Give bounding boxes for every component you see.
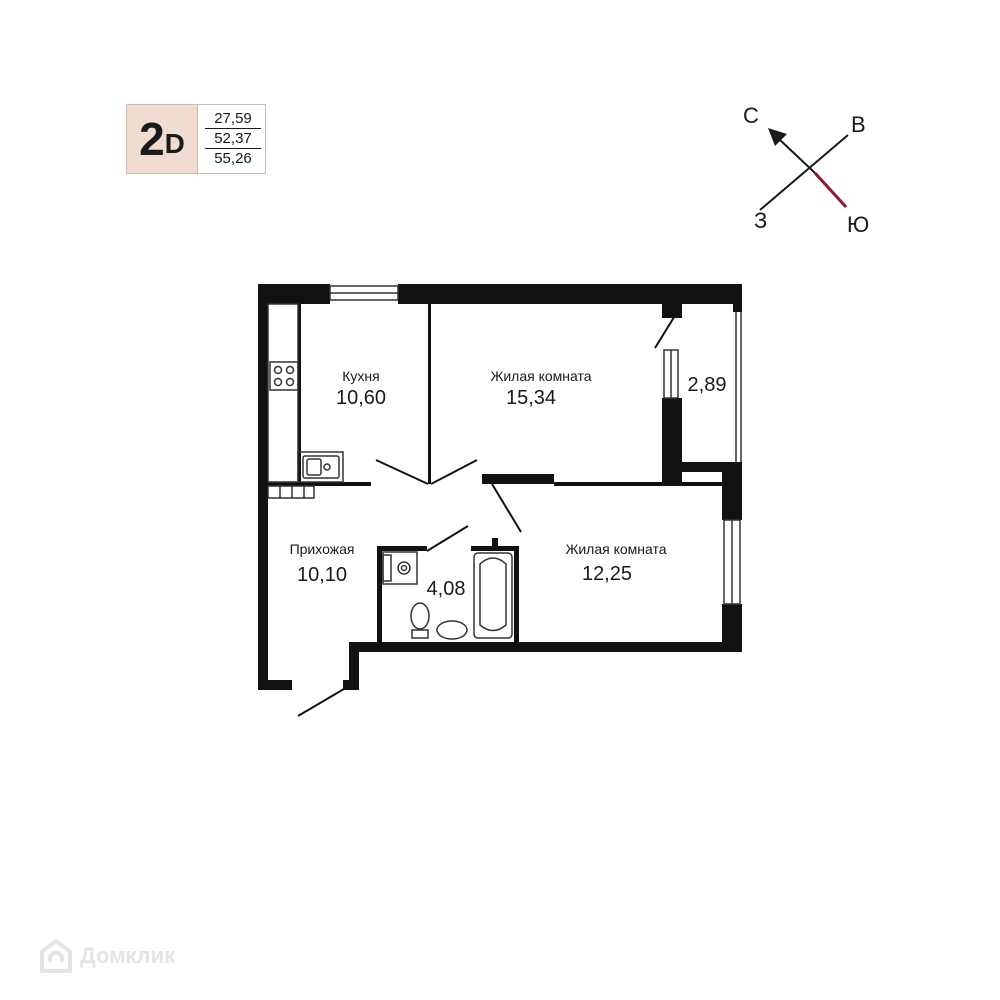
wall-bathroom-left xyxy=(377,546,382,642)
kitchen-fixtures xyxy=(267,303,344,499)
room-area-hallway: 10,10 xyxy=(297,564,347,586)
layout-letter: D xyxy=(164,128,185,159)
wall-left xyxy=(258,284,268,690)
wall-bathroom-stub xyxy=(492,538,498,550)
wall-bathroom-right xyxy=(514,546,519,642)
wall-right-lower-top xyxy=(722,465,742,520)
room-area-balcony: 2,89 xyxy=(688,374,727,396)
bathtub xyxy=(473,552,513,639)
door-bathroom xyxy=(426,525,469,552)
compass-east-label: В xyxy=(851,112,866,137)
domclick-logo-icon xyxy=(40,939,72,973)
total-area: 52,37 xyxy=(205,129,261,149)
compass-north-arrow xyxy=(768,128,787,146)
compass-south-label: Ю xyxy=(847,212,869,237)
door-entry xyxy=(297,685,350,717)
door-living-2 xyxy=(491,483,522,533)
room-name-living-2: Жилая комната xyxy=(565,541,666,557)
wall-kitchen-bottom xyxy=(268,482,371,486)
watermark-text: Домклик xyxy=(80,943,176,968)
wall-bathroom-top-left xyxy=(377,546,427,551)
compass-west-east-line xyxy=(759,134,849,211)
kitchen-counter xyxy=(267,303,299,483)
apartment-badge: 2 D 27,59 52,37 55,26 xyxy=(126,104,266,174)
wall-balcony-partition xyxy=(662,398,682,485)
room-labels: Кухня 10,60 Жилая комната 15,34 2,89 При… xyxy=(290,368,727,600)
toilet xyxy=(410,602,430,630)
wall-kitchen-living xyxy=(428,304,431,484)
wall-top-right-stub xyxy=(733,284,742,312)
windows xyxy=(329,285,742,605)
door-balcony xyxy=(654,313,677,349)
wall-top-left xyxy=(258,284,330,304)
kitchen-counter-bottom xyxy=(297,451,344,483)
wall-living-bottom xyxy=(482,474,554,484)
room-name-living-1: Жилая комната xyxy=(490,368,591,384)
wall-right-lower-bottom xyxy=(722,604,742,652)
room-name-hallway: Прихожая xyxy=(290,541,355,557)
wall-kitchen-inner xyxy=(298,304,301,484)
wall-bottom xyxy=(349,642,742,652)
rooms-count: 2 xyxy=(139,113,165,165)
wall-living-bottom-right xyxy=(554,482,722,486)
room-area-living-1: 15,34 xyxy=(506,387,556,409)
hallway-shelf xyxy=(267,485,315,499)
stove xyxy=(269,361,299,391)
burner xyxy=(285,377,295,387)
total-area-with-balcony: 55,26 xyxy=(214,150,252,167)
door-kitchen xyxy=(375,459,429,485)
wall-top-right xyxy=(398,284,742,304)
burner xyxy=(285,365,295,375)
room-area-living-2: 12,25 xyxy=(582,563,632,585)
sink xyxy=(302,455,340,479)
walls xyxy=(258,284,742,690)
watermark: Домклик xyxy=(38,938,175,974)
area-summary: 27,59 52,37 55,26 xyxy=(205,109,261,168)
living-area: 27,59 xyxy=(205,109,261,129)
compass-north-line xyxy=(778,138,816,174)
door-living-1 xyxy=(430,459,478,485)
bathroom-fixtures xyxy=(382,551,513,640)
room-area-kitchen: 10,60 xyxy=(336,387,386,409)
compass-west-label: З xyxy=(754,208,767,233)
compass: С В З Ю xyxy=(743,103,869,237)
burner xyxy=(273,377,283,387)
room-area-bathroom: 4,08 xyxy=(427,578,466,600)
wall-balcony-bottom xyxy=(682,462,742,472)
compass-south-line xyxy=(813,171,848,209)
washing-machine xyxy=(382,551,418,585)
wall-bottom-step xyxy=(349,642,359,690)
burner xyxy=(273,365,283,375)
doors xyxy=(297,313,677,717)
wall-corner-block xyxy=(662,304,682,318)
room-name-kitchen: Кухня xyxy=(342,368,379,384)
compass-north-label: С xyxy=(743,103,759,128)
wall-bottom-left xyxy=(258,680,292,690)
washbasin xyxy=(436,620,468,640)
apartment-type-code: 2 D xyxy=(127,105,198,173)
